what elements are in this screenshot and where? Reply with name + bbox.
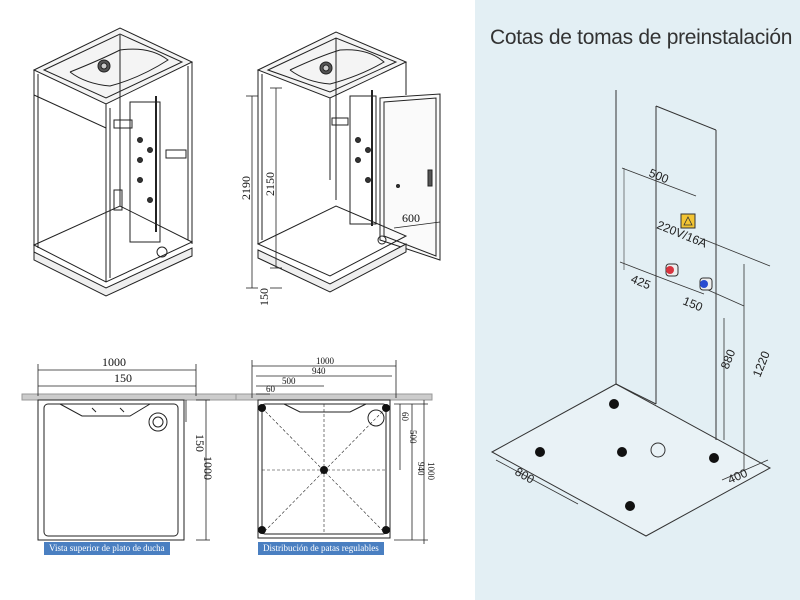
shower-tray-top-view <box>21 393 237 541</box>
legs-depth-1000: 1000 <box>426 462 436 481</box>
preinstall-150: 150 <box>681 294 705 315</box>
dim-height-2150: 2150 <box>263 172 277 196</box>
preinstall-425: 425 <box>629 272 653 293</box>
legs-width-1000: 1000 <box>316 356 335 366</box>
legs-depth-940: 940 <box>416 462 426 476</box>
dim-door-600: 600 <box>402 211 420 225</box>
legs-width-60: 60 <box>266 384 276 394</box>
preinstall-880: 880 <box>718 347 739 371</box>
tray-drain-150: 150 <box>193 434 207 452</box>
preinstall-500: 500 <box>647 166 671 187</box>
caption-tray-top-view: Vista superior de plato de ducha <box>44 542 170 555</box>
shower-cabin-iso-right <box>256 31 441 293</box>
caption-legs-distribution: Distribución de patas regulables <box>258 542 384 555</box>
tray-width-1000: 1000 <box>102 355 126 369</box>
floor-drain-points <box>535 399 719 511</box>
legs-width-500: 500 <box>282 376 296 386</box>
dim-base-150: 150 <box>257 288 271 306</box>
legs-dimension-lines <box>251 360 428 544</box>
cabin-dimension-lines <box>246 87 441 289</box>
tray-depth-1000: 1000 <box>201 456 215 480</box>
legs-width-940: 940 <box>312 366 326 376</box>
leg-markers <box>258 404 390 534</box>
preinstall-1220: 1220 <box>750 349 773 379</box>
dim-height-2190: 2190 <box>239 176 253 200</box>
tray-dimension-lines <box>37 364 210 541</box>
preinstallation-title: Cotas de tomas de preinstalación <box>490 26 793 49</box>
legs-depth-500: 500 <box>408 430 418 444</box>
water-connections <box>665 213 713 291</box>
legs-depth-60: 60 <box>400 412 410 422</box>
tray-offset-150: 150 <box>114 371 132 385</box>
shower-cabin-iso-left <box>32 27 194 297</box>
preinstall-iso <box>490 90 772 537</box>
